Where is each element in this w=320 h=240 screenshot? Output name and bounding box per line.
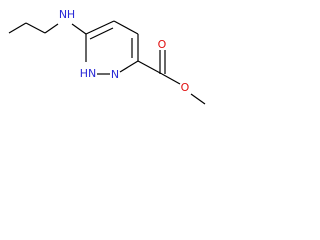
bond-propyl-3: [44, 23, 59, 34]
bond-carbonyl-ester-o: [161, 73, 181, 85]
bond-ester-methyl: [190, 93, 206, 105]
bond-ring-carbonyl: [137, 60, 163, 75]
bond-propyl-2: [25, 22, 46, 34]
atom-amine-h: H: [67, 8, 75, 21]
atom-carbonyl-o: O: [158, 38, 167, 51]
bond-ring-c6-c5-double: [89, 27, 114, 40]
atom-ring-n: N: [111, 68, 119, 81]
bond-ring-c5-c4: [113, 20, 139, 35]
bond-ring-c6-c5: [85, 20, 115, 35]
atom-amine-n: N: [59, 8, 67, 21]
molecule-structure: N H HN N O O: [8, 8, 206, 105]
bond-propyl-1: [8, 22, 27, 34]
bond-ring-c3-n2: [119, 60, 139, 73]
atom-ring-nh: HN: [80, 67, 97, 80]
atom-ester-o: O: [181, 81, 190, 94]
bond-nh-ring: [71, 23, 87, 35]
